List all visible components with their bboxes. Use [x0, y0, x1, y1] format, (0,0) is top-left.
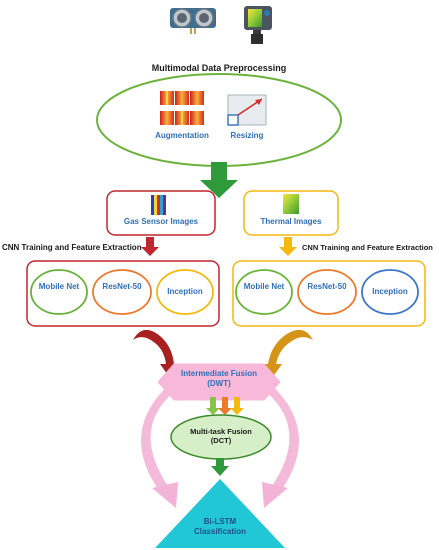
- left-inception-label: Inception: [167, 287, 203, 296]
- thermal-camera-icon: [244, 6, 272, 44]
- thermal-images-label: Thermal Images: [260, 217, 322, 226]
- preprocessing-ellipse: [96, 73, 342, 167]
- left-mobilenet-ellipse: [30, 269, 88, 315]
- classifier-label: Bi-LSTM Classification: [193, 517, 246, 536]
- right-mobilenet-label: Mobile Net: [243, 282, 285, 291]
- right-resnet-label: ResNet-50: [307, 282, 347, 291]
- small-green-arrow: [206, 397, 220, 415]
- gold-curved-arrow: [268, 329, 313, 364]
- left-stage-label: CNN Training and Feature Extraction: [2, 243, 142, 252]
- left-inception-ellipse: [156, 269, 214, 315]
- left-resnet-label: ResNet-50: [102, 282, 142, 291]
- green-down-arrow: [200, 162, 238, 198]
- left-resnet-ellipse: [92, 269, 152, 315]
- small-orange-arrow: [218, 397, 232, 415]
- right-resnet-ellipse: [297, 269, 357, 315]
- right-stage-label: CNN Training and Feature Extraction: [302, 243, 433, 252]
- right-inception-label: Inception: [372, 287, 408, 296]
- page-title: Multimodal Data Preprocessing: [151, 63, 287, 73]
- pink-right-arrow: [260, 380, 299, 492]
- augmentation-heatmap-icon: [160, 91, 204, 125]
- gas-sensor-label: Gas Sensor Images: [123, 217, 199, 226]
- pink-left-arrowhead: [152, 482, 178, 508]
- red-down-arrow: [141, 237, 159, 256]
- bilstm-triangle: [155, 479, 285, 548]
- left-mobilenet-label: Mobile Net: [38, 282, 80, 291]
- augmentation-label: Augmentation: [155, 131, 209, 140]
- pink-left-arrow: [141, 380, 180, 492]
- multitask-fusion-label: Multi-task Fusion (DCT): [190, 427, 252, 445]
- pink-right-arrowhead: [262, 482, 288, 508]
- resizing-label: Resizing: [230, 131, 264, 140]
- red-curved-arrow: [133, 329, 174, 364]
- right-mobilenet-ellipse: [235, 269, 293, 315]
- classifier-down-arrow: [211, 458, 229, 476]
- resizing-icon: [227, 94, 267, 126]
- small-gold-arrow: [230, 397, 244, 415]
- thermal-image-icon: [283, 194, 299, 214]
- intermediate-fusion-label: Intermediate Fusion (DWT): [180, 369, 257, 388]
- right-inception-ellipse: [361, 269, 419, 315]
- ultrasonic-sensor-icon: [170, 8, 216, 34]
- gas-sensor-image-icon: [151, 195, 166, 215]
- gold-down-arrow: [279, 237, 297, 256]
- intermediate-fusion-hexagon: [157, 363, 281, 401]
